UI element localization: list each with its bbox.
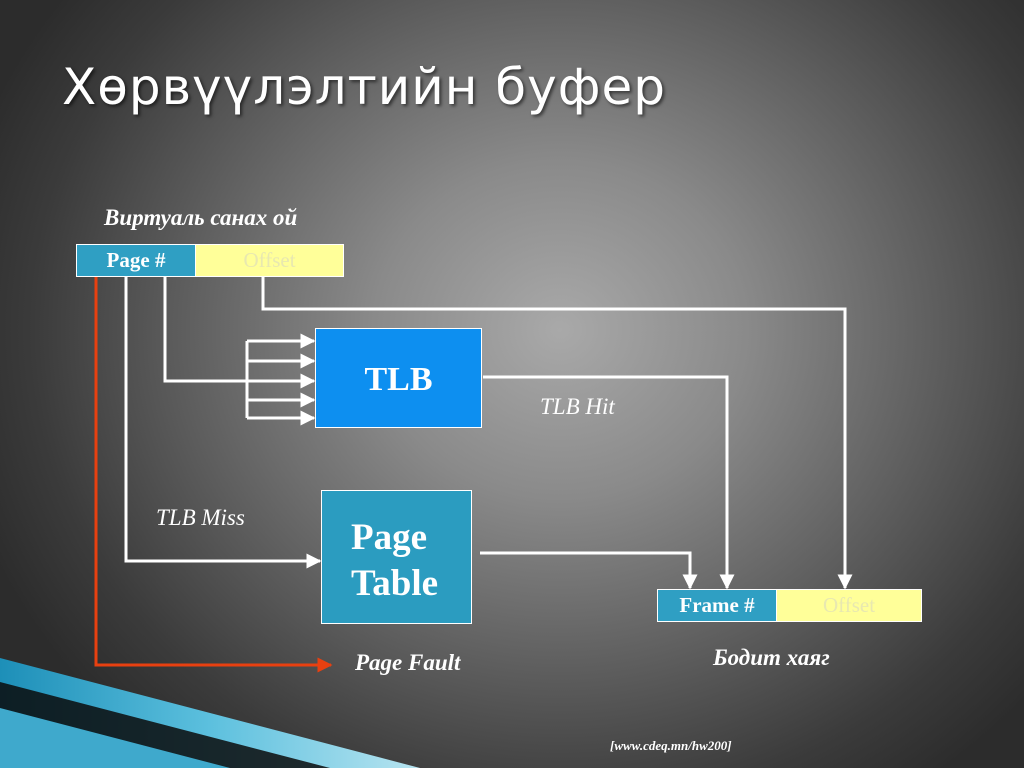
source-citation: [www.cdeq.mn/hw200] xyxy=(610,738,732,753)
tlb-hit-arrow xyxy=(483,375,735,590)
physical-address-label: Бодит хаяг xyxy=(713,645,830,670)
page-table-line-1: Page xyxy=(351,517,428,558)
tlb-box: TLB xyxy=(315,328,482,428)
page-to-tlb-connector xyxy=(163,277,247,383)
page-table-line-2: Table xyxy=(351,563,439,604)
virtual-address-register: Page # Offset xyxy=(76,244,344,277)
page-fault-arrow xyxy=(94,277,333,673)
virtual-offset-cell: Offset xyxy=(196,245,343,276)
frame-number-cell: Frame # xyxy=(658,590,777,621)
page-table-to-frame-arrow xyxy=(480,551,698,590)
tlb-miss-arrow xyxy=(124,277,322,569)
physical-offset-cell: Offset xyxy=(777,590,921,621)
tlb-hit-label: TLB Hit xyxy=(540,394,615,419)
decorative-swoosh xyxy=(0,658,420,768)
offset-passthrough-arrow xyxy=(261,277,853,590)
page-table-box: Page Table xyxy=(321,490,472,624)
slide-title: Хөрвүүлэлтийн буфер xyxy=(62,58,666,116)
tlb-box-label: TLB xyxy=(364,361,433,398)
virtual-memory-label: Виртуаль санах ой xyxy=(104,205,298,230)
tlb-miss-label: TLB Miss xyxy=(156,505,245,530)
physical-address-register: Frame # Offset xyxy=(657,589,922,622)
page-fault-label: Page Fault xyxy=(355,650,461,675)
virtual-page-number-cell: Page # xyxy=(77,245,196,276)
